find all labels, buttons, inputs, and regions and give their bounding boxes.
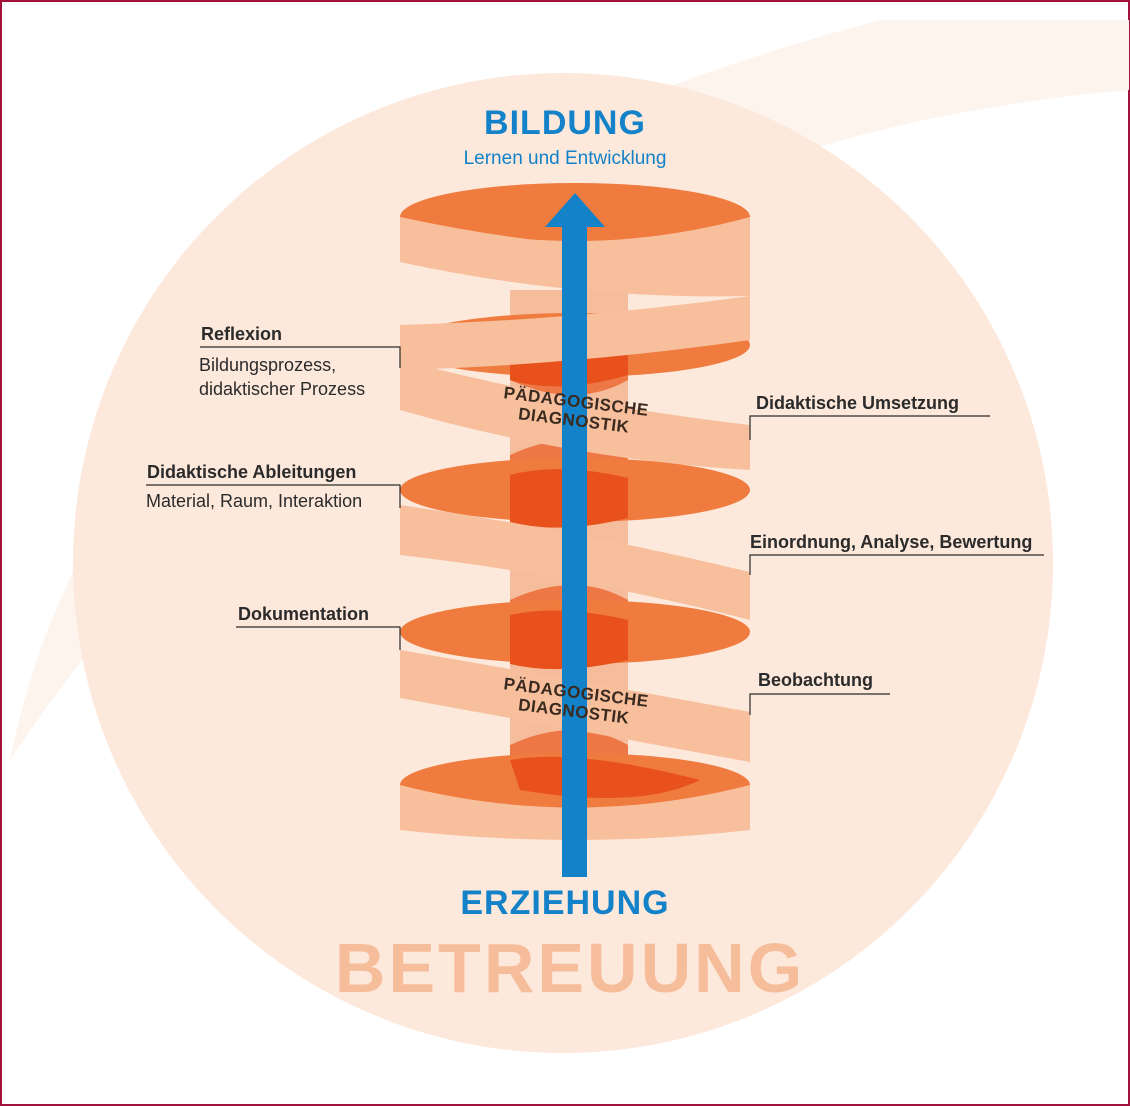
label-beobachtung-title: Beobachtung: [758, 670, 873, 690]
leader-reflexion: [200, 346, 401, 368]
label-ableitungen-line1: Material, Raum, Interaktion: [146, 491, 363, 511]
label-ableitungen-title: Didaktische Ableitungen: [147, 462, 357, 482]
leader-umsetzung: [749, 415, 990, 440]
leader-ableitungen: [146, 484, 401, 508]
bildung-title: BILDUNG: [484, 104, 646, 142]
label-dokumentation-title: Dokumentation: [238, 604, 370, 624]
leader-einordnung: [749, 554, 1044, 575]
bildung-arrow: [545, 193, 605, 877]
arrow-shaft: [562, 225, 587, 877]
betreuung-title: BETREUUNG: [334, 929, 806, 1007]
ring-bottom-inner: [510, 756, 700, 798]
label-umsetzung-title: Didaktische Umsetzung: [756, 393, 960, 413]
leader-beobachtung: [749, 693, 890, 715]
label-reflexion-title: Reflexion: [201, 324, 283, 344]
label-reflexion-line1: Bildungsprozess,: [199, 355, 337, 375]
leader-dokumentation: [236, 626, 401, 650]
label-einordnung-title: Einordnung, Analyse, Bewertung: [750, 532, 1033, 552]
leader-lines: [146, 346, 1044, 715]
bildung-subtitle: Lernen und Entwicklung: [463, 148, 667, 169]
label-reflexion-line2: didaktischer Prozess: [199, 379, 366, 399]
arrow-head: [545, 193, 605, 227]
erziehung-title: ERZIEHUNG: [460, 884, 670, 922]
